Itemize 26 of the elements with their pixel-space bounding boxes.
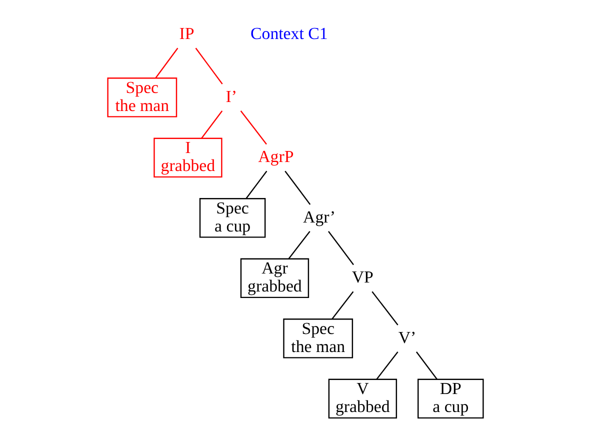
node-text: IP	[179, 24, 194, 44]
node-box: Spec the man	[107, 78, 178, 118]
connector	[246, 170, 268, 199]
node-box: V grabbed	[328, 378, 398, 419]
node-text: Agr’	[303, 207, 336, 226]
node-box: DP a cup	[418, 378, 484, 419]
node-text: V’	[398, 328, 416, 347]
node-box: I grabbed	[154, 138, 222, 178]
connector	[376, 352, 398, 380]
connector	[240, 110, 267, 145]
node-text: AgrP	[258, 147, 294, 166]
node-text: VP	[352, 268, 374, 287]
connector	[288, 231, 310, 260]
connector	[332, 291, 354, 320]
connector	[328, 231, 354, 266]
label: Context C1	[250, 24, 328, 44]
connector	[201, 110, 223, 139]
connector	[372, 291, 398, 326]
connector	[155, 48, 178, 78]
node-box: Spec a cup	[199, 198, 266, 238]
node-box: Spec the man	[283, 318, 354, 358]
connector	[284, 170, 311, 205]
connector	[416, 352, 438, 380]
node-text: I’	[226, 86, 237, 106]
connector	[195, 48, 223, 84]
node-box: Agr grabbed	[240, 258, 310, 298]
